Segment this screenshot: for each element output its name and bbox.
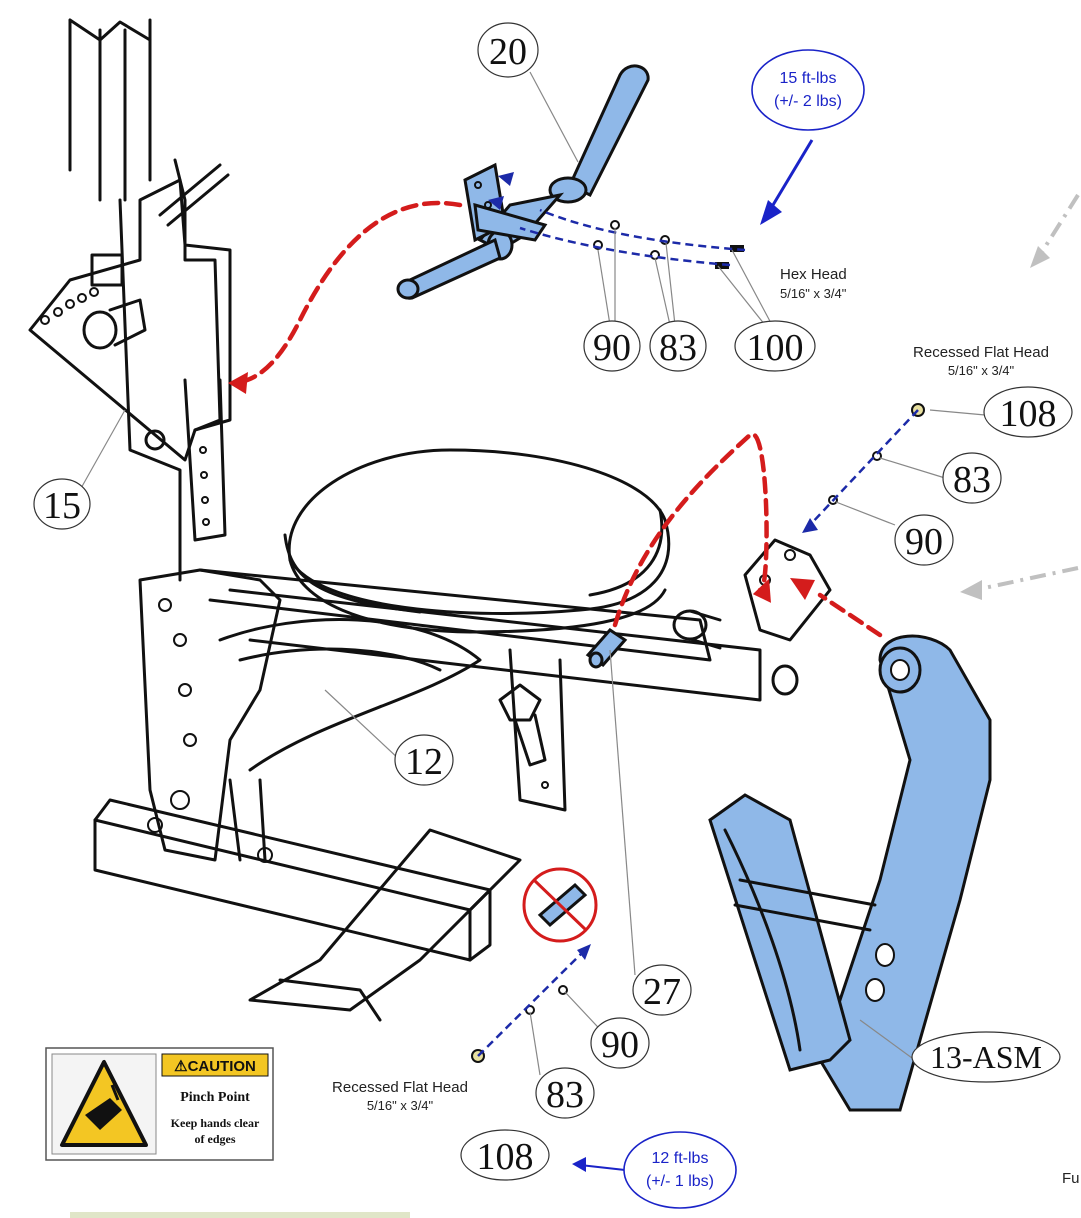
callout-90-top: 90 xyxy=(593,327,631,369)
recessed-right-title: Recessed Flat Head xyxy=(913,344,1049,361)
torque-top-line2: (+/- 2 lbs) xyxy=(774,93,842,110)
edge-text-fragment: Fu xyxy=(1062,1170,1080,1187)
hex-head-size: 5/16" x 3/4" xyxy=(780,286,847,301)
callout-108-right: 108 xyxy=(1000,393,1057,435)
recessed-right-size: 5/16" x 3/4" xyxy=(948,363,1015,378)
torque-top-line1: 15 ft-lbs xyxy=(780,70,837,87)
torque-bottom-line1: 12 ft-lbs xyxy=(652,1150,709,1167)
callout-108-bottom: 108 xyxy=(477,1136,534,1178)
callout-100: 100 xyxy=(747,327,804,369)
hardware-top xyxy=(593,220,744,269)
recessed-bottom-title: Recessed Flat Head xyxy=(332,1079,468,1096)
hardware-bottom xyxy=(471,985,568,1063)
torque-bottom-line2: (+/- 1 lbs) xyxy=(646,1173,714,1190)
pivot-pin-27 xyxy=(585,628,628,669)
callout-90-bottom: 90 xyxy=(601,1024,639,1066)
callout-83-bottom: 83 xyxy=(546,1074,584,1116)
callout-27: 27 xyxy=(643,971,681,1013)
upright-frame-part-15 xyxy=(28,18,232,582)
torque-specs: 15 ft-lbs (+/- 2 lbs) 12 ft-lbs (+/- 1 l… xyxy=(623,49,865,1209)
recessed-bottom-size: 5/16" x 3/4" xyxy=(367,1098,434,1113)
caution-line2: of edges xyxy=(195,1132,236,1146)
svg-text:⚠CAUTION: ⚠CAUTION xyxy=(174,1058,256,1075)
assembly-paths xyxy=(228,172,919,1057)
caution-header: CAUTION xyxy=(188,1058,256,1075)
swing-arm-13-asm xyxy=(708,538,992,1112)
caution-label: ⚠CAUTION Pinch Point Keep hands clear of… xyxy=(45,1047,274,1161)
caution-title: Pinch Point xyxy=(180,1090,250,1105)
prohibited-orientation-icon xyxy=(522,867,598,943)
bottom-edge-bar xyxy=(70,1212,410,1218)
callout-83-top: 83 xyxy=(659,327,697,369)
caution-line1: Keep hands clear xyxy=(171,1116,260,1130)
flow-arrows xyxy=(960,193,1080,600)
hex-head-title: Hex Head xyxy=(780,266,847,283)
base-frame-part-12 xyxy=(93,568,799,1022)
callout-12: 12 xyxy=(405,741,443,783)
callout-20: 20 xyxy=(489,31,527,73)
caution-triangle-icon: ⚠ xyxy=(174,1058,188,1075)
torque-arrows xyxy=(572,139,814,1172)
handlebar-part-20 xyxy=(396,64,650,300)
callout-90-right: 90 xyxy=(905,521,943,563)
callout-bubbles: 20 90 83 100 108 83 90 15 12 27 90 83 10… xyxy=(33,22,1073,1181)
seat-pad xyxy=(283,448,671,634)
callout-15: 15 xyxy=(43,485,81,527)
callout-13-asm: 13-ASM xyxy=(930,1039,1042,1075)
callout-83-right: 83 xyxy=(953,459,991,501)
hardware-notes: Hex Head 5/16" x 3/4" Recessed Flat Head… xyxy=(332,266,1079,1187)
